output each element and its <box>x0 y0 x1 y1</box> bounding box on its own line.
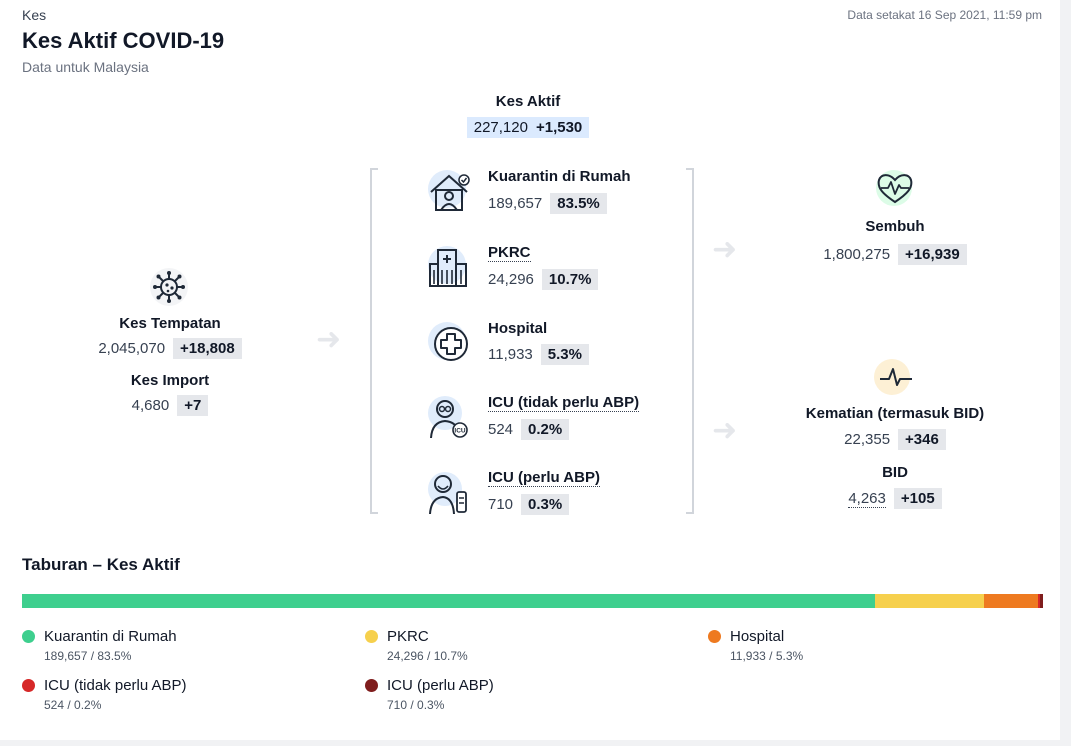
arrow-right-icon: ➜ <box>712 233 738 266</box>
bracket-right <box>686 168 694 514</box>
distribution-bar <box>22 594 1043 608</box>
legend-label: PKRC <box>387 628 429 645</box>
heart-pulse-icon <box>873 168 917 213</box>
category-percent: 0.3% <box>521 494 570 515</box>
recovered-delta: +16,939 <box>898 244 967 265</box>
active-cases-delta: +1,530 <box>535 119 583 136</box>
ventilator-patient-icon <box>426 470 472 521</box>
recovered-value: 1,800,275 <box>823 246 891 263</box>
distribution-title: Taburan – Kes Aktif <box>22 555 180 574</box>
data-timestamp: Data setakat 16 Sep 2021, 11:59 pm <box>847 8 1042 22</box>
distribution-segment[interactable] <box>874 594 984 608</box>
recovered-summary: Sembuh 1,800,275 +16,939 <box>790 218 1000 265</box>
bid-label: BID <box>882 464 908 481</box>
legend-dot <box>365 679 378 692</box>
category-value: 189,657 <box>488 195 543 212</box>
deaths-summary: Kematian (termasuk BID) 22,355 +346 <box>790 405 1000 450</box>
legend-sub: 710 / 0.3% <box>387 698 445 712</box>
legend-dot <box>365 630 378 643</box>
legend-sub: 524 / 0.2% <box>44 698 102 712</box>
category-percent: 83.5% <box>550 193 607 214</box>
active-cases-values: 227,120 +1,530 <box>466 117 590 138</box>
legend-dot <box>22 630 35 643</box>
home-quarantine-icon <box>426 168 472 219</box>
active-cases-label: Kes Aktif <box>495 93 561 110</box>
category-percent: 5.3% <box>540 344 589 365</box>
local-cases-label: Kes Tempatan <box>119 315 221 332</box>
legend-dot <box>22 679 35 692</box>
legend-label: ICU (tidak perlu ABP) <box>44 677 187 694</box>
hospital-building-icon <box>426 244 472 295</box>
arrow-right-icon: ➜ <box>712 414 738 447</box>
deaths-value: 22,355 <box>844 431 891 448</box>
distribution-segment[interactable] <box>22 594 875 608</box>
category-hospital: Hospital 11,933 5.3% <box>488 320 589 365</box>
svg-text:ICU: ICU <box>454 428 466 435</box>
legend-label: ICU (perlu ABP) <box>387 677 494 694</box>
legend-item: Kuarantin di Rumah 189,657 / 83.5% <box>22 628 177 663</box>
icu-doctor-icon: ICU <box>426 394 472 445</box>
active-cases-summary: Kes Aktif 227,120 +1,530 <box>462 93 594 138</box>
import-cases: Kes Import 4,680 +7 <box>60 372 280 416</box>
import-cases-delta: +7 <box>177 395 209 416</box>
page-title: Kes Aktif COVID-19 <box>22 28 225 53</box>
category-percent: 10.7% <box>541 269 599 290</box>
category-label[interactable]: ICU (perlu ABP) <box>488 469 600 487</box>
recovered-label: Sembuh <box>865 218 925 235</box>
category-label: Hospital <box>488 320 548 337</box>
deaths-label: Kematian (termasuk BID) <box>805 405 985 422</box>
legend-label: Hospital <box>730 628 785 645</box>
legend-sub: 11,933 / 5.3% <box>730 649 804 663</box>
category-home-quarantine: Kuarantin di Rumah 189,657 83.5% <box>488 168 631 214</box>
legend-label: Kuarantin di Rumah <box>44 628 177 645</box>
virus-icon <box>148 266 190 313</box>
distribution-segment[interactable] <box>983 594 1038 608</box>
distribution-segment[interactable] <box>1039 594 1043 608</box>
import-cases-label: Kes Import <box>130 372 210 389</box>
active-cases-value: 227,120 <box>473 119 528 136</box>
legend-sub: 24,296 / 10.7% <box>387 649 468 663</box>
distribution-segment[interactable] <box>1037 594 1040 608</box>
category-percent: 0.2% <box>521 419 570 440</box>
import-cases-value: 4,680 <box>131 397 170 414</box>
category-icu-no-ventilator[interactable]: ICU (tidak perlu ABP) 524 0.2% <box>488 394 640 440</box>
legend-item: Hospital 11,933 / 5.3% <box>708 628 803 663</box>
category-label[interactable]: ICU (tidak perlu ABP) <box>488 394 640 412</box>
bid-summary[interactable]: BID 4,263 +105 <box>790 464 1000 509</box>
category-value: 24,296 <box>488 271 534 288</box>
heartbeat-line-icon <box>872 357 916 402</box>
arrow-right-icon: ➜ <box>316 323 342 356</box>
deaths-delta: +346 <box>898 429 946 450</box>
legend-dot <box>708 630 721 643</box>
local-cases-value: 2,045,070 <box>98 340 166 357</box>
bracket-left <box>370 168 378 514</box>
category-value: 11,933 <box>488 346 533 363</box>
category-pkrc[interactable]: PKRC 24,296 10.7% <box>488 244 599 290</box>
legend-item: ICU (perlu ABP) 710 / 0.3% <box>365 677 494 712</box>
bid-delta: +105 <box>893 488 942 509</box>
legend-sub: 189,657 / 83.5% <box>44 649 132 663</box>
category-label: Kuarantin di Rumah <box>488 168 631 185</box>
category-value: 710 <box>488 496 514 513</box>
local-cases: Kes Tempatan 2,045,070 +18,808 <box>60 315 280 359</box>
category-value: 524 <box>488 421 514 438</box>
legend-item: ICU (tidak perlu ABP) 524 / 0.2% <box>22 677 187 712</box>
category-label[interactable]: PKRC <box>488 244 531 262</box>
page-subtitle: Data untuk Malaysia <box>22 59 149 75</box>
medical-cross-icon <box>426 320 472 371</box>
breadcrumb[interactable]: Kes <box>22 7 47 23</box>
category-icu-ventilator[interactable]: ICU (perlu ABP) 710 0.3% <box>488 469 600 515</box>
local-cases-delta: +18,808 <box>173 338 242 359</box>
bid-value[interactable]: 4,263 <box>848 489 886 508</box>
legend-item: PKRC 24,296 / 10.7% <box>365 628 468 663</box>
